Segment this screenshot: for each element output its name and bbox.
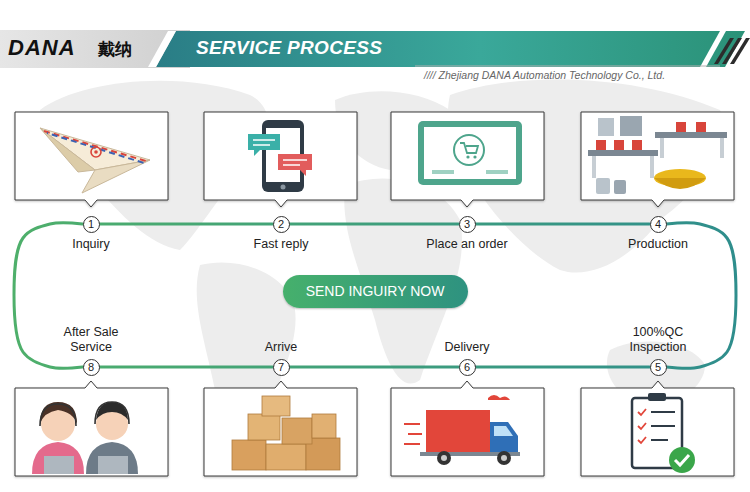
order-screen-icon: [418, 121, 522, 185]
step-circle: 8After Sale Service: [83, 359, 100, 376]
track-line: [100, 366, 273, 369]
paper-plane-icon: [40, 128, 150, 193]
step-number: 2: [278, 219, 284, 230]
step-number: 5: [655, 362, 661, 373]
button-text: SEND INGUIRY NOW: [306, 283, 445, 299]
track-line: [100, 223, 273, 226]
step-label: After Sale Service: [53, 325, 129, 355]
step-label: Delivery: [444, 340, 489, 355]
action-button: SEND INGUIRY NOW: [283, 275, 468, 308]
step-circle: 5100%QC Inspection: [650, 359, 667, 376]
production-icon: [588, 116, 727, 194]
step-label: Fast reply: [254, 237, 309, 252]
step-label: 100%QC Inspection: [620, 325, 696, 355]
track-line: [290, 366, 459, 369]
step-circle: 4Production: [650, 216, 667, 233]
track-line: [290, 223, 459, 226]
banner-title: SERVICE PROCESS: [196, 37, 382, 59]
step-circle: 2Fast reply: [273, 216, 290, 233]
picture-frame: [15, 112, 734, 476]
step-label: Inquiry: [72, 237, 110, 252]
step-label: Production: [628, 237, 688, 252]
logo-text: DANA: [8, 35, 76, 61]
step-number: 8: [88, 362, 94, 373]
step-circle: 6Delivery: [459, 359, 476, 376]
parcels-icon: [232, 396, 340, 470]
step-circle: 1Inquiry: [83, 216, 100, 233]
step-circle: 3Place an order: [459, 216, 476, 233]
step-number: 3: [464, 219, 470, 230]
track-line: [476, 223, 650, 226]
track-line: [476, 366, 650, 369]
service-staff-icon: [32, 402, 138, 474]
step-label: Arrive: [265, 340, 298, 355]
phone-icon: [248, 120, 312, 192]
step-number: 4: [655, 219, 661, 230]
step-label: Place an order: [426, 237, 507, 252]
header-band: [0, 30, 750, 68]
step-circle: 7Arrive: [273, 359, 290, 376]
logo-text: 戴纳: [98, 38, 132, 61]
step-number: 7: [278, 362, 284, 373]
company-name: //// Zhejiang DANA Automation Technology…: [424, 69, 665, 81]
step-number: 1: [88, 219, 94, 230]
checklist-icon: [632, 393, 695, 473]
truck-icon: [404, 395, 520, 465]
step-number: 6: [464, 362, 470, 373]
